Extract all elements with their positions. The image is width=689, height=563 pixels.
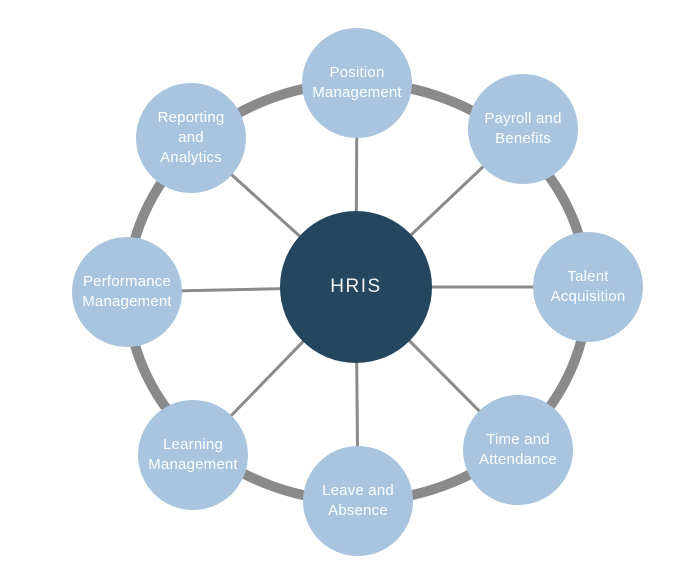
node-label-talent-acquisition: Talent Acquisition [550,268,626,305]
node-performance-management: Performance Management [72,237,182,347]
node-label-reporting-and-analytics: Reporting and Analytics [157,109,225,166]
node-talent-acquisition: Talent Acquisition [533,232,643,342]
node-label-time-and-attendance: Time and Attendance [479,431,557,468]
hub-node-hris: HRIS [280,211,432,363]
node-label-leave-and-absence: Leave and Absence [322,482,394,519]
node-label-learning-management: Learning Management [148,436,238,473]
node-position-management: Position Management [302,28,412,138]
node-leave-and-absence: Leave and Absence [303,446,413,556]
hub-label: HRIS [330,276,382,297]
node-learning-management: Learning Management [138,400,248,510]
node-label-payroll-and-benefits: Payroll and Benefits [484,110,562,147]
node-label-performance-management: Performance Management [82,273,172,310]
node-time-and-attendance: Time and Attendance [463,395,573,505]
node-payroll-and-benefits: Payroll and Benefits [468,74,578,184]
node-label-position-management: Position Management [312,64,402,101]
node-reporting-and-analytics: Reporting and Analytics [136,83,246,193]
